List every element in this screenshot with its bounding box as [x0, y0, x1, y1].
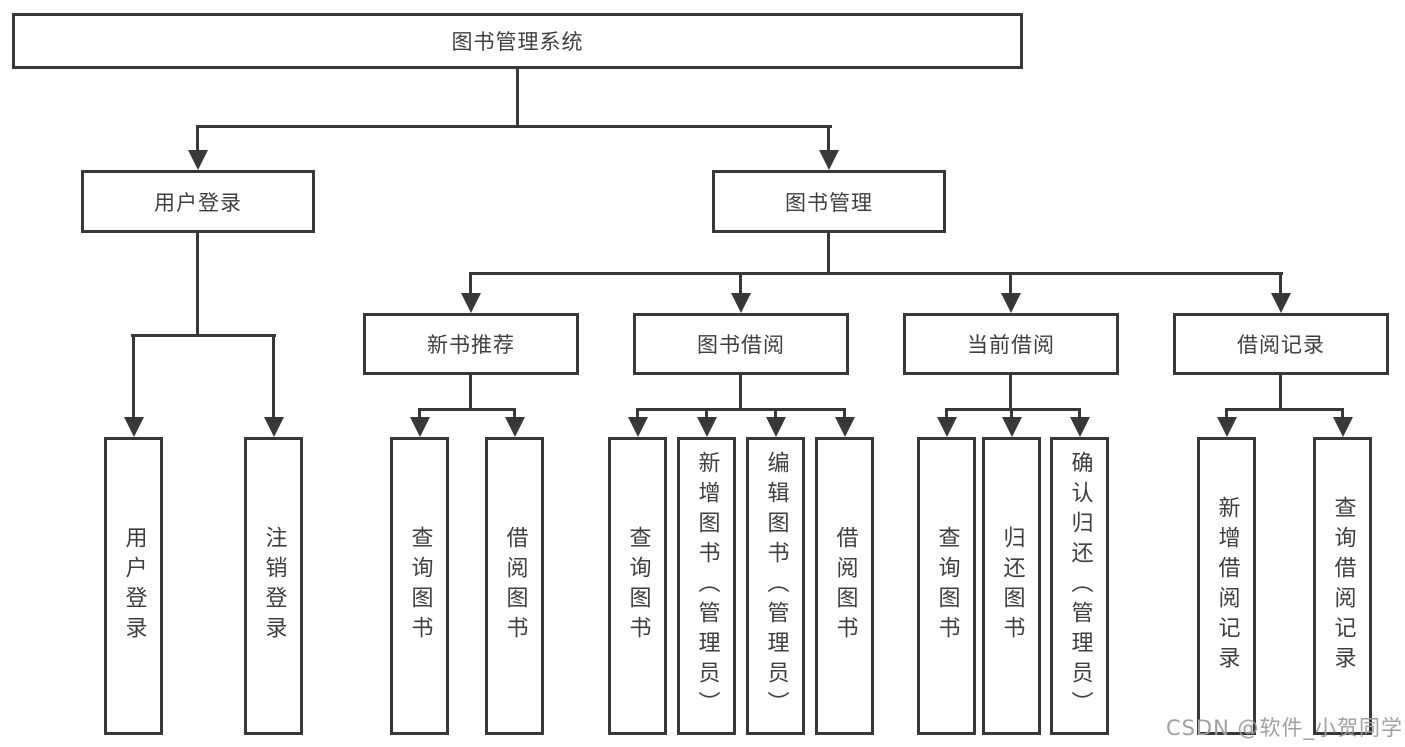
connector-line: [1009, 272, 1012, 295]
arrowhead-down-icon: [835, 417, 855, 437]
leaf-add-borrow-record: 新增借阅记录: [1197, 437, 1256, 735]
arrowhead-down-icon: [264, 417, 284, 437]
connector-line: [1009, 375, 1012, 410]
arrowhead-down-icon: [188, 150, 208, 170]
connector-line: [1010, 408, 1013, 419]
connector-line: [272, 334, 275, 419]
leaf-add-books-admin: 新增图书（管理员）: [677, 437, 736, 735]
connector-line: [827, 125, 830, 152]
arrowhead-down-icon: [731, 293, 751, 313]
leaf-borrow-books-recommend: 借阅图书: [485, 437, 544, 735]
arrowhead-down-icon: [1002, 417, 1022, 437]
arrowhead-down-icon: [1070, 417, 1090, 437]
arrowhead-down-icon: [937, 417, 957, 437]
connector-line: [513, 408, 516, 419]
csdn-watermark: CSDN @软件_小贺同学: [1165, 716, 1403, 740]
connector-line: [774, 408, 777, 419]
node-current-borrowing: 当前借阅: [903, 313, 1119, 375]
connector-line: [636, 408, 639, 419]
connector-line: [469, 375, 472, 410]
leaf-user-login: 用户登录: [104, 437, 163, 735]
leaf-logout: 注销登录: [244, 437, 303, 735]
connector-line: [1279, 375, 1282, 410]
connector-line: [196, 125, 199, 152]
arrowhead-down-icon: [410, 417, 430, 437]
connector-line: [196, 233, 199, 336]
node-book-borrowing: 图书借阅: [633, 313, 849, 375]
node-borrowing-records: 借阅记录: [1173, 313, 1389, 375]
connector-line: [739, 375, 742, 410]
connector-line: [132, 334, 135, 419]
arrowhead-down-icon: [697, 417, 717, 437]
connector-line: [1225, 408, 1228, 419]
leaf-query-books-recommend: 查询图书: [390, 437, 449, 735]
connector-line: [843, 408, 846, 419]
connector-line: [196, 125, 832, 128]
arrowhead-down-icon: [505, 417, 525, 437]
arrowhead-down-icon: [766, 417, 786, 437]
connector-line: [1078, 408, 1081, 419]
arrowhead-down-icon: [461, 293, 481, 313]
arrowhead-down-icon: [1217, 417, 1237, 437]
connector-line: [469, 272, 1283, 275]
leaf-return-books: 归还图书: [982, 437, 1041, 735]
leaf-borrow-books: 借阅图书: [815, 437, 874, 735]
node-new-book-recommendation: 新书推荐: [363, 313, 579, 375]
arrowhead-down-icon: [628, 417, 648, 437]
node-user-login: 用户登录: [81, 170, 315, 233]
arrowhead-down-icon: [819, 150, 839, 170]
node-library-management-system: 图书管理系统: [12, 13, 1023, 69]
connector-line: [418, 408, 421, 419]
connector-line: [636, 408, 846, 411]
leaf-query-borrow-record: 查询借阅记录: [1313, 437, 1372, 735]
arrowhead-down-icon: [1271, 293, 1291, 313]
leaf-confirm-return-admin: 确认归还（管理员）: [1050, 437, 1109, 735]
connector-line: [418, 408, 516, 411]
leaf-query-books-current: 查询图书: [917, 437, 976, 735]
node-book-management: 图书管理: [712, 170, 946, 233]
connector-line: [827, 233, 830, 274]
connector-line: [131, 334, 276, 337]
connector-line: [1225, 408, 1344, 411]
connector-line: [945, 408, 948, 419]
connector-line: [469, 272, 472, 295]
connector-line: [705, 408, 708, 419]
leaf-query-books-borrow: 查询图书: [608, 437, 667, 735]
connector-line: [516, 69, 519, 125]
connector-line: [1341, 408, 1344, 419]
arrowhead-down-icon: [124, 417, 144, 437]
arrowhead-down-icon: [1333, 417, 1353, 437]
connector-line: [945, 408, 1081, 411]
connector-line: [1279, 272, 1282, 295]
arrowhead-down-icon: [1001, 293, 1021, 313]
connector-line: [739, 272, 742, 295]
leaf-edit-books-admin: 编辑图书（管理员）: [746, 437, 805, 735]
